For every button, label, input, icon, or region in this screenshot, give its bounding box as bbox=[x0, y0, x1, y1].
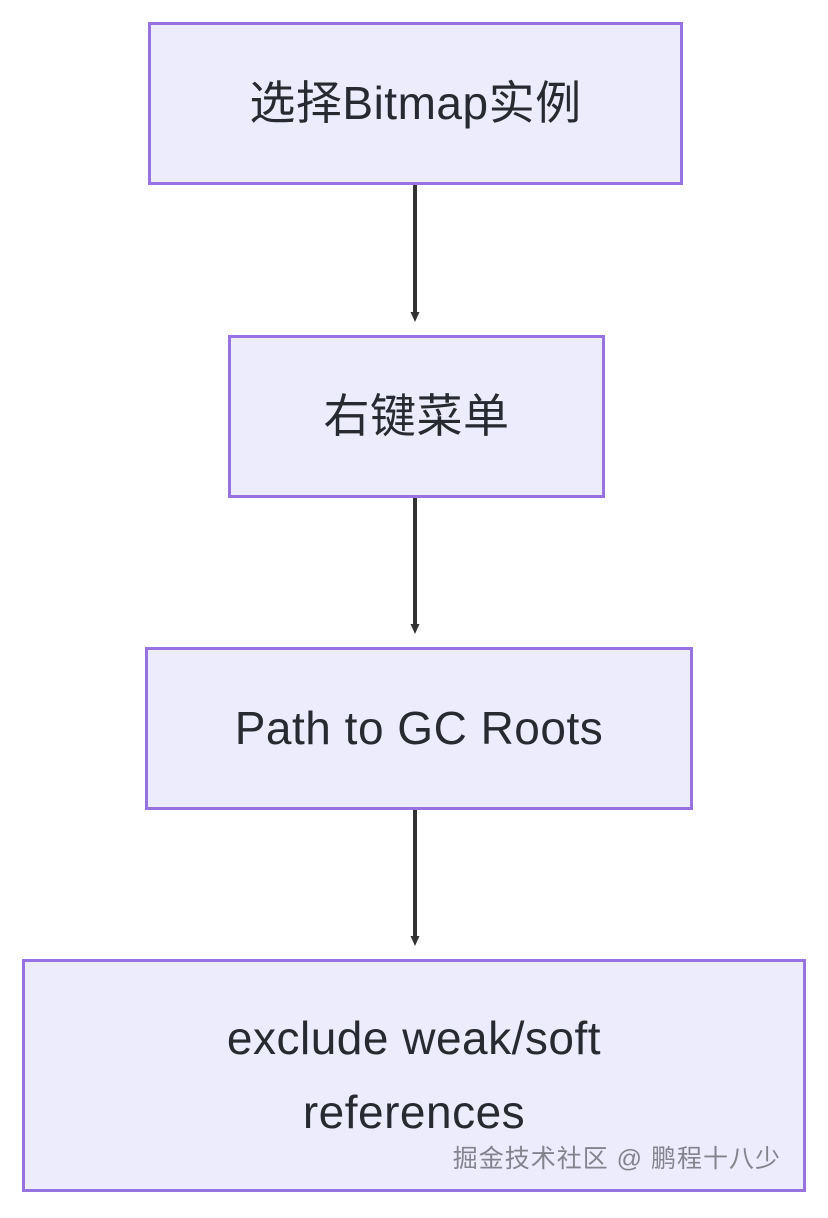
flow-node-label: Path to GC Roots bbox=[234, 701, 604, 754]
flow-node-label: 右键菜单 bbox=[323, 389, 510, 442]
flow-node-path-to-gc-roots[interactable]: Path to GC Roots bbox=[145, 647, 693, 810]
flow-node-label: exclude weak/soft references bbox=[226, 1011, 602, 1138]
flow-node-label: 选择Bitmap实例 bbox=[249, 76, 582, 129]
watermark-text: 掘金技术社区 @ 鹏程十八少 bbox=[452, 1145, 781, 1173]
flow-node-context-menu[interactable]: 右键菜单 bbox=[228, 335, 605, 498]
flow-node-select-bitmap-instance[interactable]: 选择Bitmap实例 bbox=[148, 22, 683, 185]
flow-node-exclude-weak-soft-references[interactable]: exclude weak/soft references 掘金技术社区 @ 鹏程… bbox=[22, 959, 806, 1192]
